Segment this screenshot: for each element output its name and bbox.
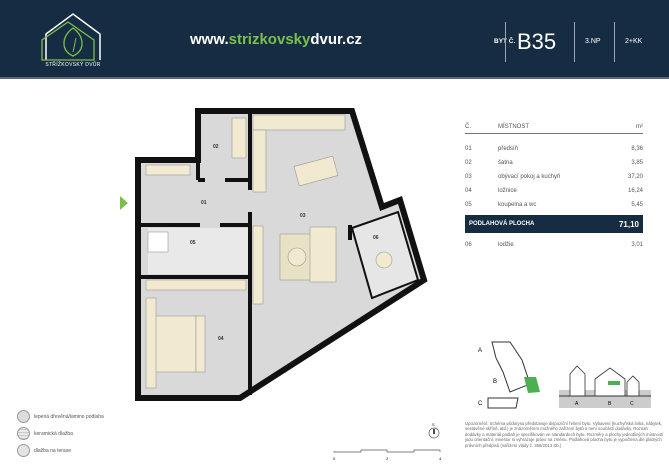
url-suffix: dvur.cz: [310, 31, 363, 48]
key-b: B: [493, 379, 497, 385]
logo-text: STŘÍŽKOVSKÝ DVŮR: [45, 62, 101, 68]
col-no: Č.: [465, 123, 471, 130]
key-plan: A B C A B C: [478, 341, 651, 409]
logo-house-leaf-icon: [41, 13, 101, 61]
compass-label: S: [432, 422, 435, 427]
key-a: A: [478, 348, 482, 354]
url-prefix: www.: [190, 31, 229, 48]
divider: [574, 22, 575, 62]
col-room: MÍSTNOST: [498, 123, 529, 130]
key-c: C: [478, 401, 483, 407]
legend-item: lepená dřevěná/lamino podlaha: [17, 410, 104, 423]
apt-label: BYT Č.: [494, 38, 516, 45]
header-divider: [0, 77, 669, 79]
room-label-05: 05: [190, 240, 196, 246]
disclaimer: Upozornění: Schéma půdorysu představuje …: [465, 421, 664, 448]
floor: 3.NP: [585, 38, 601, 45]
section-b: B: [608, 401, 612, 407]
scale-0: 0: [333, 456, 336, 461]
room-label-01: 01: [201, 200, 207, 206]
layout-type: 2+KK: [625, 38, 643, 45]
url-brand: strizkovsky: [228, 31, 311, 48]
scale-bar: [333, 449, 441, 453]
room-label-04: 04: [218, 336, 224, 342]
col-area: m²: [636, 123, 643, 130]
divider: [505, 22, 506, 62]
apt-number: B35: [517, 29, 557, 54]
legend-item: dlažba na terase: [17, 444, 71, 457]
divider: [614, 22, 615, 62]
website-url[interactable]: www.strizkovskydvur.cz: [190, 31, 362, 48]
room-label-02: 02: [213, 144, 219, 150]
entrance-arrow-icon: [120, 196, 128, 210]
terrace-tile-swatch-icon: [17, 444, 30, 457]
scale-4: 4: [439, 456, 442, 461]
header: STŘÍŽKOVSKÝ DVŮR www.strizkovskydvur.cz …: [0, 0, 669, 77]
tile-swatch-icon: [17, 427, 30, 440]
furniture: [145, 114, 393, 389]
interior-walls: [140, 111, 352, 395]
section-a: A: [575, 401, 579, 407]
scale-2: 2: [386, 456, 389, 461]
section-c: C: [630, 401, 634, 407]
room-label-03: 03: [300, 213, 306, 219]
legend-item: keramická dlažba: [17, 427, 73, 440]
room-label-06: 06: [373, 235, 379, 241]
wood-floor-swatch-icon: [17, 410, 30, 423]
